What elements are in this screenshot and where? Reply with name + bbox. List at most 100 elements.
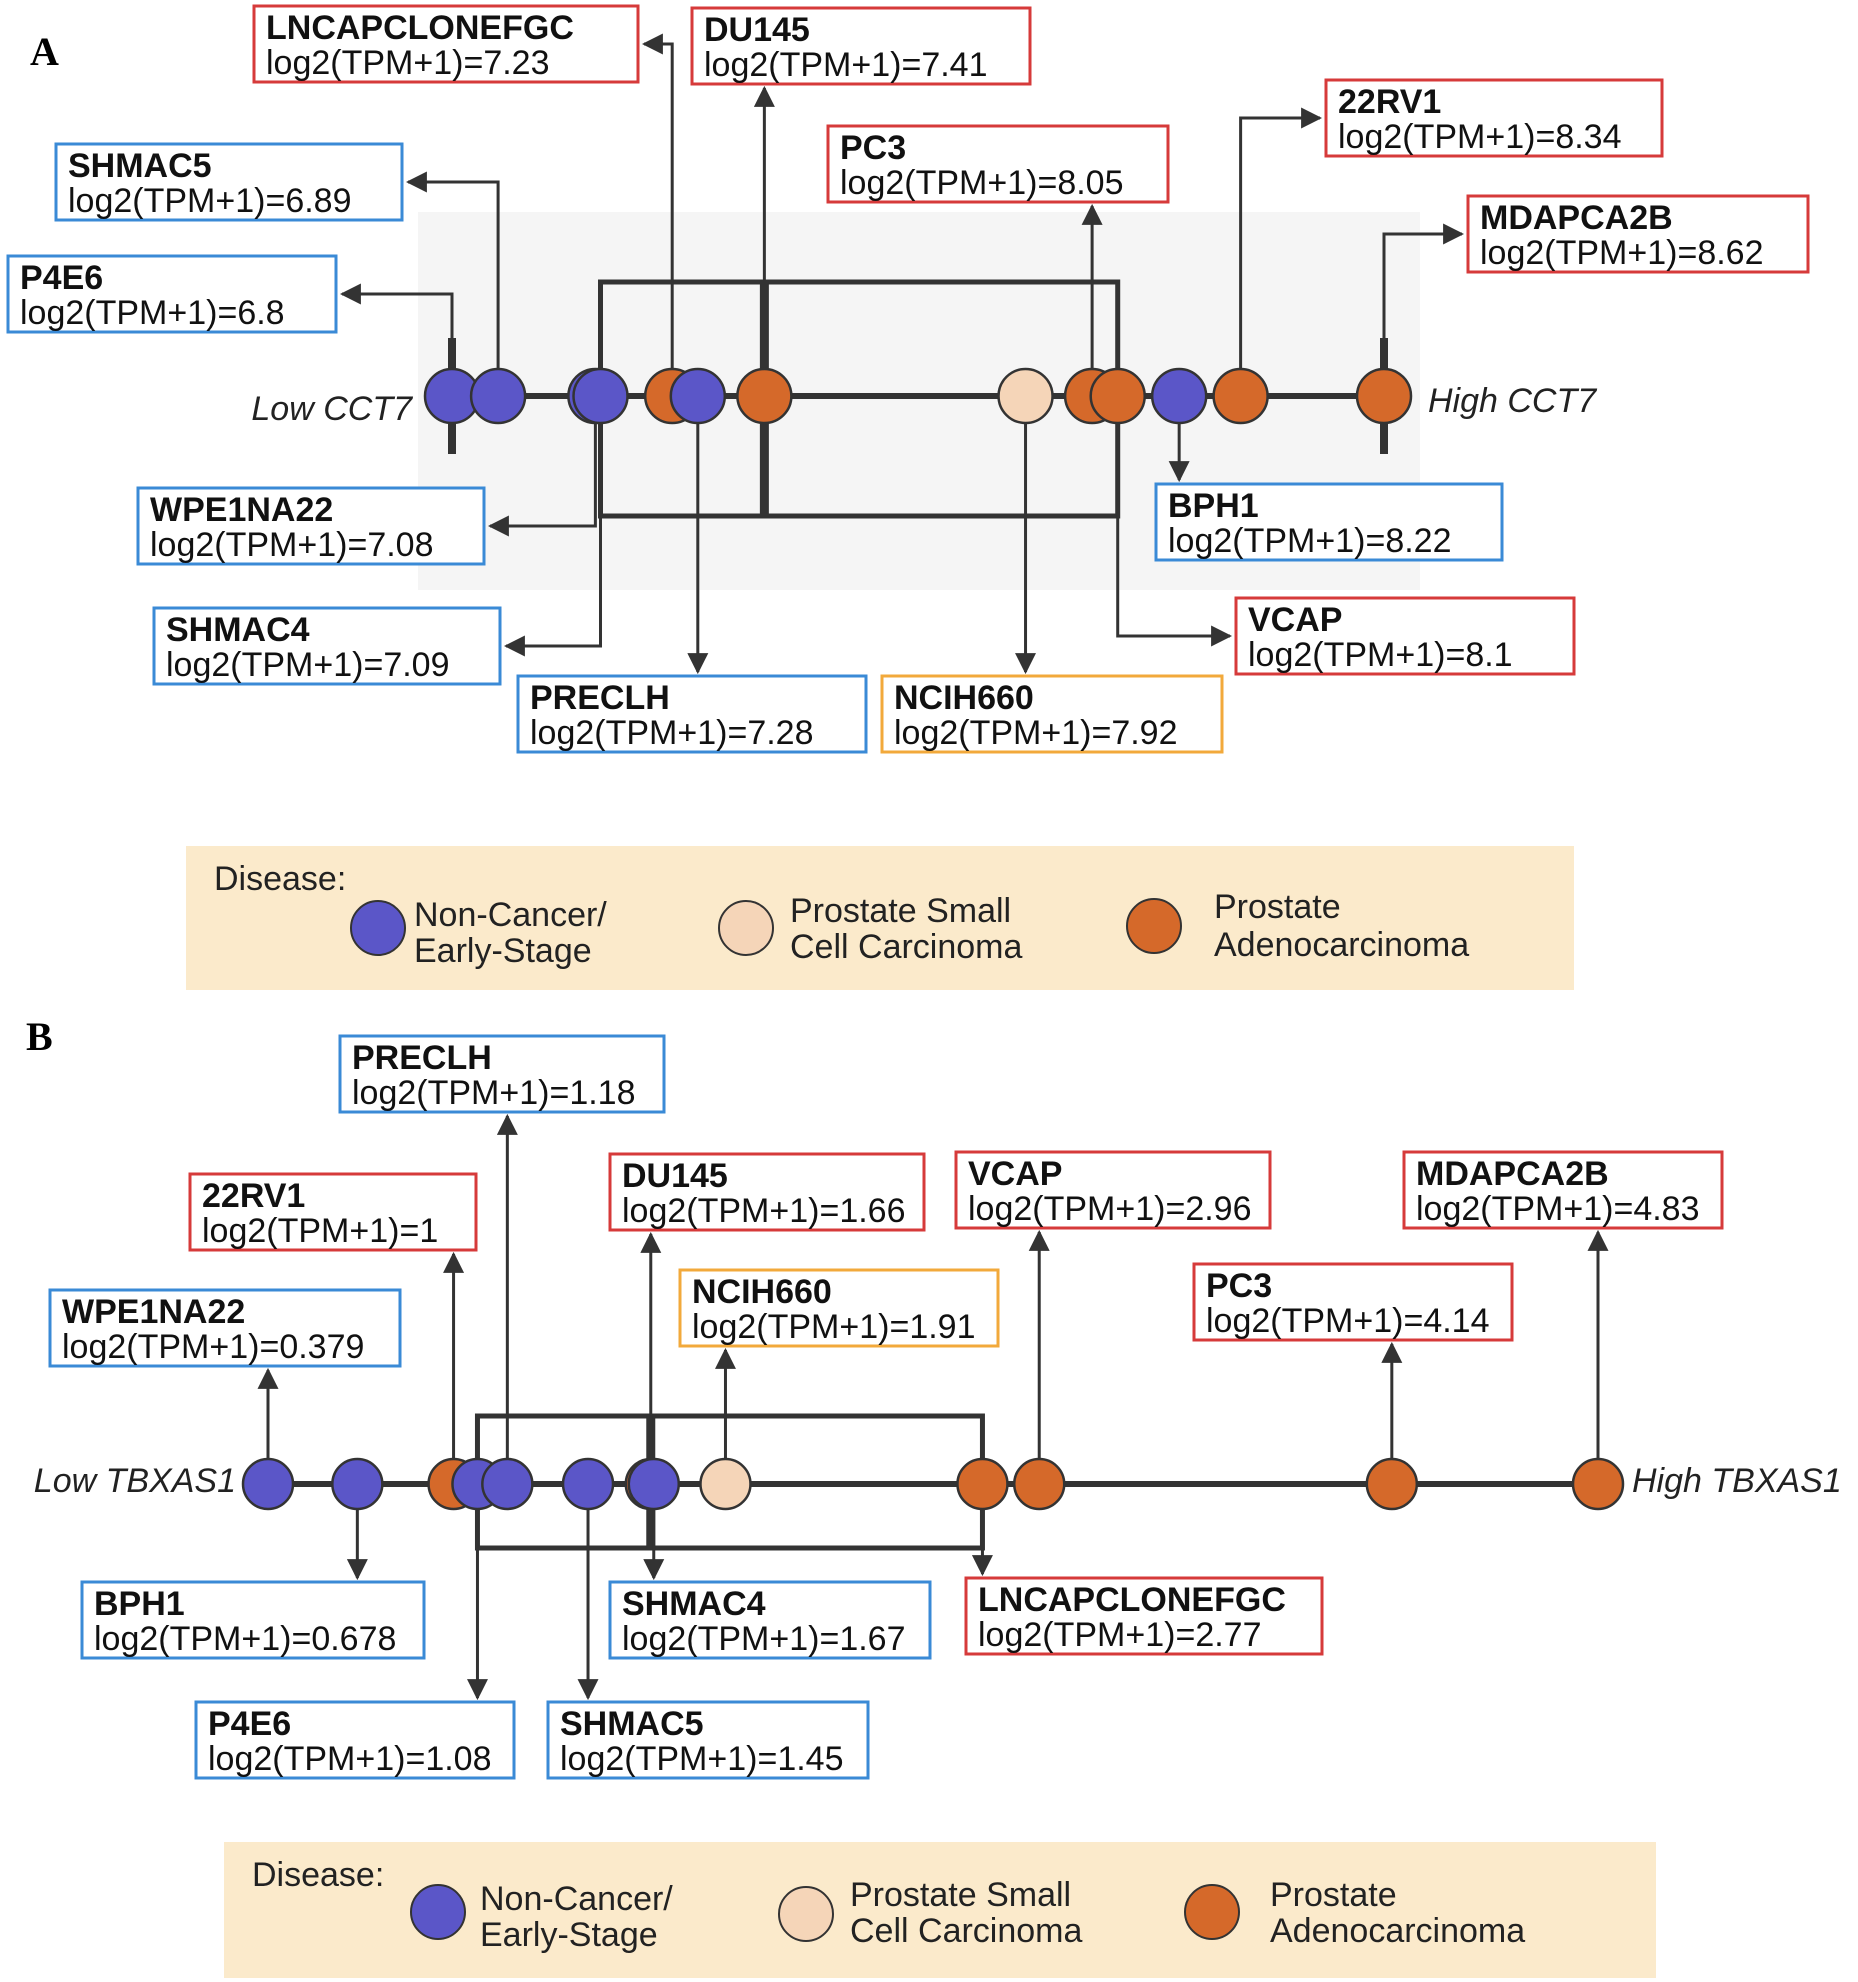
cell-line-name: DU145: [704, 11, 810, 49]
label-frame: [48, 1288, 402, 1368]
legend-swatch-non-cancer: [410, 1884, 466, 1940]
legend-label-non-cancer-line-1: Non-Cancer/: [480, 1880, 673, 1918]
label-frame: [338, 1034, 666, 1114]
connector-arrow-22rv1: [1239, 107, 1323, 369]
point-wpe1na22: [241, 1457, 295, 1511]
cell-line-value: log2(TPM+1)=8.62: [1480, 234, 1764, 272]
legend-label-small-cell-line-2: Cell Carcinoma: [850, 1912, 1082, 1950]
connector-arrow-shmac4: [503, 423, 603, 657]
connector-arrow-vcap: [1116, 423, 1233, 647]
label-frame: [608, 1152, 926, 1232]
label-frame: [1402, 1150, 1724, 1230]
panel-b-label-layer: WPE1NA22log2(TPM+1)=0.379BPH1log2(TPM+1)…: [48, 1034, 1724, 1780]
point-shmac5: [561, 1457, 615, 1511]
panel-a-low-label: Low CCT7: [251, 390, 413, 428]
cell-line-name: DU145: [622, 1157, 728, 1195]
cell-line-name: VCAP: [1248, 601, 1342, 639]
label-frame: [6, 254, 338, 334]
panel-a-letter: A: [30, 29, 59, 74]
cell-line-value: log2(TPM+1)=8.34: [1338, 118, 1622, 156]
cell-line-name: SHMAC5: [68, 147, 212, 185]
label-frame: [152, 606, 502, 686]
legend-swatch-adeno: [1126, 898, 1182, 954]
cell-line-name: PC3: [1206, 1267, 1272, 1305]
point-shmac4: [627, 1457, 681, 1511]
cell-line-value: log2(TPM+1)=1.18: [352, 1074, 636, 1112]
cell-line-value: log2(TPM+1)=1: [202, 1212, 438, 1250]
legend-swatch-adeno: [1184, 1884, 1240, 1940]
legend-label-adeno-line-2: Adenocarcinoma: [1270, 1912, 1525, 1950]
label-frame: [678, 1268, 1000, 1348]
legend-label-adeno-line-1: Prostate: [1214, 888, 1341, 926]
legend-panel-b: Disease: Non-Cancer/ Early-Stage Prostat…: [224, 1842, 1656, 1978]
cell-line-name: BPH1: [1168, 487, 1259, 525]
cell-line-name: SHMAC4: [622, 1585, 766, 1623]
label-frame: [1324, 78, 1664, 158]
cell-line-value: log2(TPM+1)=1.66: [622, 1192, 906, 1230]
point-lncapclonefgc: [956, 1457, 1009, 1511]
cell-line-name: LNCAPCLONEFGC: [266, 9, 574, 47]
panel-b-point-layer: [241, 1457, 1625, 1511]
cell-line-value: log2(TPM+1)=8.22: [1168, 522, 1452, 560]
point-22rv1: [1212, 367, 1269, 425]
panel-a-high-label: High CCT7: [1428, 382, 1597, 420]
point-preclh: [669, 367, 727, 425]
cell-line-value: log2(TPM+1)=6.8: [20, 294, 285, 332]
label-frame: [188, 1172, 478, 1252]
label-frame: [1466, 194, 1810, 274]
cell-line-value: log2(TPM+1)=7.08: [150, 526, 434, 564]
cell-line-name: BPH1: [94, 1585, 185, 1623]
panel-a-label-layer: P4E6log2(TPM+1)=6.8SHMAC5log2(TPM+1)=6.8…: [6, 4, 1810, 754]
cell-line-name: PRECLH: [352, 1039, 492, 1077]
cell-line-value: log2(TPM+1)=7.28: [530, 714, 814, 752]
point-bph1: [331, 1457, 384, 1511]
point-preclh: [481, 1457, 534, 1511]
label-frame: [252, 4, 640, 84]
label-frame: [546, 1700, 870, 1780]
connector-arrow-p4e6: [339, 283, 454, 369]
legend-panel-a: Disease: Non-Cancer/ Early-Stage Prostat…: [186, 846, 1574, 990]
cell-line-value: log2(TPM+1)=0.678: [94, 1620, 396, 1658]
connector-arrow-shmac5: [405, 171, 500, 369]
legend-background: [186, 846, 1574, 990]
cell-line-name: MDAPCA2B: [1480, 199, 1673, 237]
cell-line-name: PC3: [840, 129, 906, 167]
cell-line-name: WPE1NA22: [62, 1293, 245, 1331]
label-frame: [194, 1700, 516, 1780]
label-frame: [608, 1580, 932, 1660]
panel-a: A Low CCT7 High CCT7 P4E6log2(TPM+1)=6.8…: [6, 4, 1810, 754]
cell-line-value: log2(TPM+1)=1.45: [560, 1740, 844, 1778]
point-ncih660: [699, 1457, 752, 1511]
cell-line-value: log2(TPM+1)=8.05: [840, 164, 1124, 202]
panel-b-low-label: Low TBXAS1: [34, 1462, 236, 1500]
cell-line-name: PRECLH: [530, 679, 670, 717]
point-vcap: [1089, 367, 1146, 425]
point-pc3: [1365, 1457, 1419, 1511]
label-frame: [80, 1580, 426, 1660]
legend-swatch-small-cell: [778, 1886, 834, 1942]
panel-b-high-label: High TBXAS1: [1632, 1462, 1842, 1500]
point-shmac5: [469, 367, 527, 425]
legend-label-non-cancer-line-2: Early-Stage: [480, 1916, 658, 1954]
legend-title: Disease:: [214, 860, 346, 898]
cell-line-value: log2(TPM+1)=7.23: [266, 44, 550, 82]
cell-line-value: log2(TPM+1)=7.92: [894, 714, 1178, 752]
label-frame: [690, 6, 1032, 86]
cell-line-name: 22RV1: [202, 1177, 305, 1215]
cell-line-name: NCIH660: [692, 1273, 832, 1311]
connector-arrow-wpe1na22: [487, 423, 597, 537]
cell-line-name: 22RV1: [1338, 83, 1441, 121]
